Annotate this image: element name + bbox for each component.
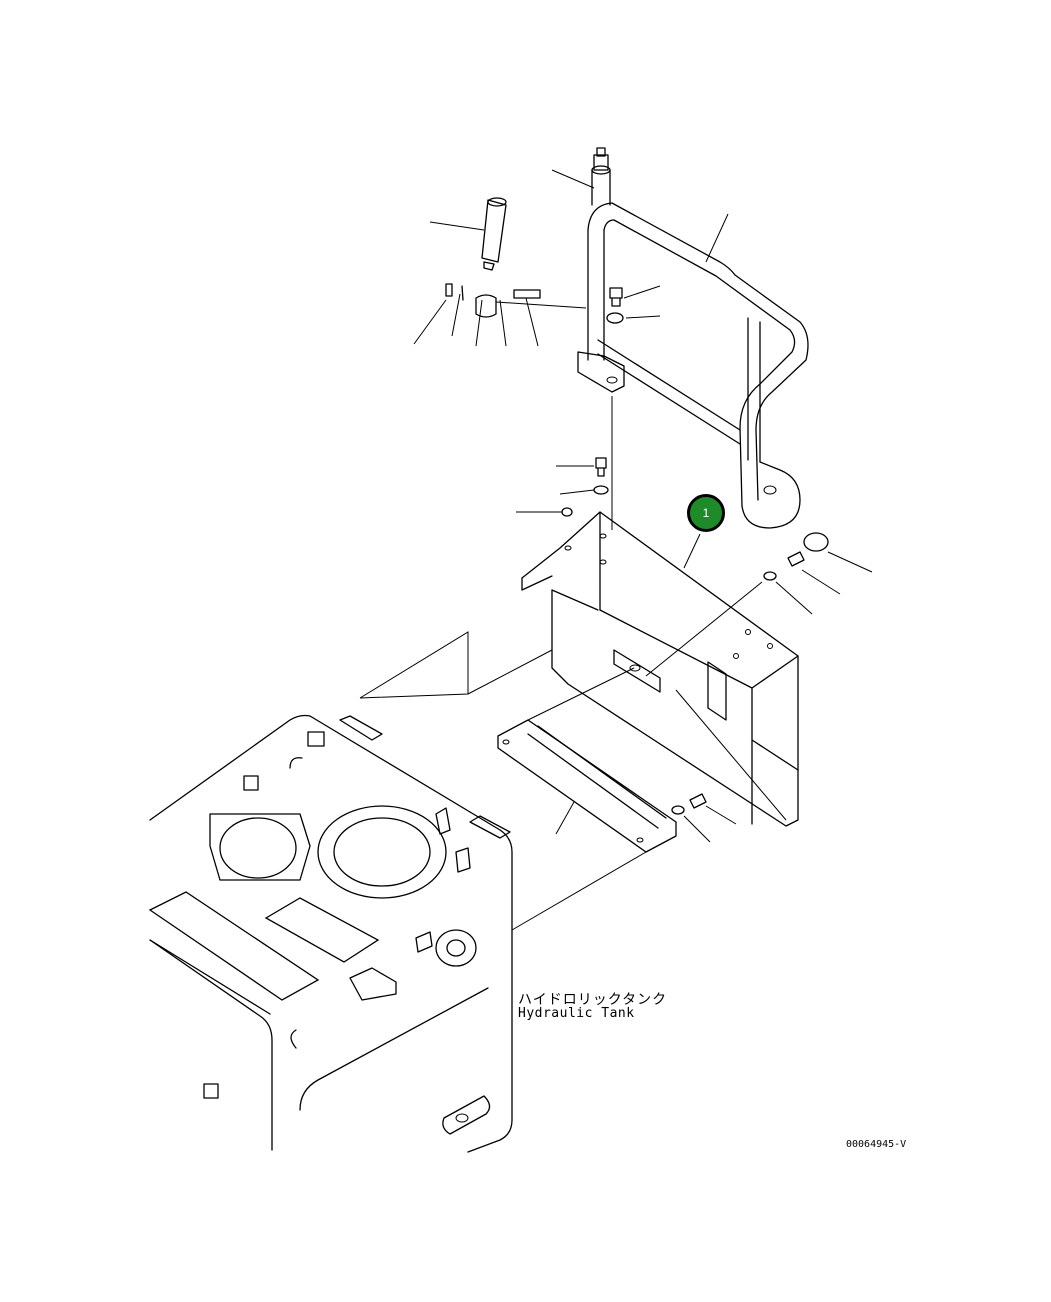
part-name-jp: ハイドロリックタンク — [518, 992, 668, 1008]
lower-bracket — [497, 719, 677, 853]
part-name-en: Hydraulic Tank — [518, 1006, 635, 1021]
handrail — [577, 147, 809, 529]
hydraulic-tank — [148, 714, 513, 1153]
leader-lines — [359, 169, 873, 931]
bracket-box — [521, 511, 799, 827]
callout-1-number: 1 — [702, 506, 710, 520]
drawing-code: 00064945-V — [846, 1139, 907, 1150]
hardware — [561, 457, 829, 815]
callout-1-badge[interactable]: 1 — [687, 494, 725, 532]
